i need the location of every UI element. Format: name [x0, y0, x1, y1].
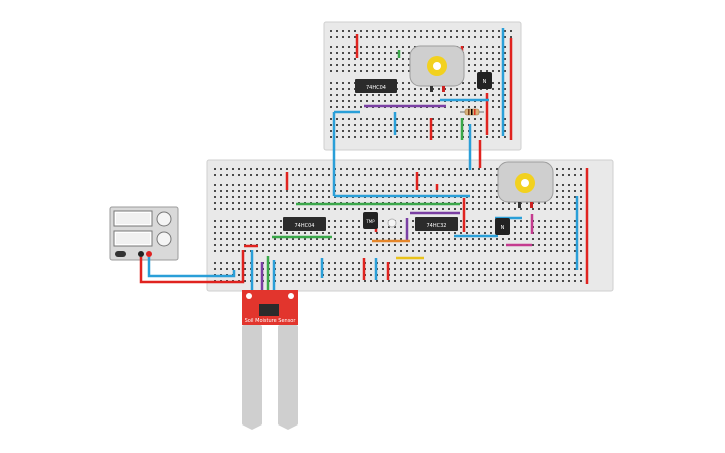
current-knob-icon[interactable] [156, 231, 172, 247]
chip-74hc04-small-label: 74HC04 [366, 85, 386, 91]
dc-motor-large[interactable] [497, 161, 554, 208]
chip-74hc32[interactable]: 74HC32 [415, 217, 458, 231]
chip-74hc32-label: 74HC32 [427, 223, 447, 229]
power-supply-display-bottom [116, 233, 150, 244]
transistor-large[interactable]: N [495, 218, 510, 235]
transistor-large-label: N [501, 225, 505, 231]
wires-small-board[interactable] [332, 28, 513, 196]
power-switch[interactable] [115, 251, 126, 257]
chip-74hc04-large[interactable]: 74HC04 [283, 217, 326, 231]
sensor-label: Soil Moisture Sensor [245, 318, 297, 324]
dc-motor-small[interactable] [409, 45, 465, 92]
chip-74hc04-small[interactable]: 74HC04 [355, 79, 397, 93]
power-supply[interactable] [109, 206, 179, 261]
power-supply-wires[interactable] [139, 250, 245, 284]
sensor-wires[interactable] [250, 250, 276, 292]
transistor-small[interactable]: N [477, 72, 492, 89]
power-supply-display-top [116, 213, 150, 224]
terminal-red-icon[interactable] [146, 251, 152, 257]
temperature-sensor[interactable]: TMP [363, 212, 378, 229]
chip-74hc04-large-label: 74HC04 [295, 223, 315, 229]
terminal-black-icon[interactable] [138, 251, 144, 257]
temperature-sensor-label: TMP [365, 219, 375, 224]
resistor[interactable] [460, 108, 484, 116]
voltage-knob-icon[interactable] [156, 211, 172, 227]
wires-large-board[interactable] [244, 168, 589, 284]
transistor-small-label: N [483, 79, 487, 85]
soil-moisture-sensor[interactable]: Soil Moisture Sensor [242, 290, 298, 430]
small-white-component[interactable] [387, 218, 397, 228]
